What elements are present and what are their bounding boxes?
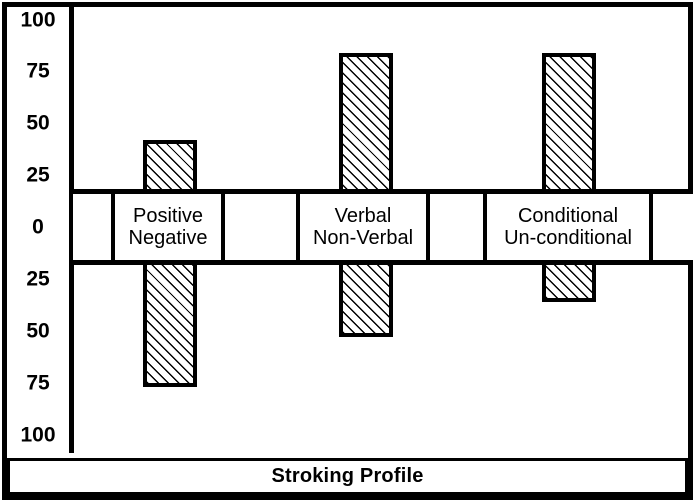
y-axis-tick-label: 0 (32, 215, 44, 239)
category-label-negative: Negative (128, 227, 208, 249)
band-spacer-cell (69, 194, 115, 260)
chart-title-strip: Stroking Profile (7, 458, 688, 495)
band-spacer-cell (430, 194, 487, 260)
band-spacer-cell (653, 194, 693, 260)
y-axis-tick-label: 25 (26, 163, 50, 187)
y-axis-tick-label: 100 (20, 8, 56, 31)
y-axis-tick-label: 50 (26, 111, 50, 135)
category-label-negative: Un-conditional (504, 227, 632, 249)
y-axis-tick-label: 25 (26, 267, 50, 291)
y-axis-label-column: 100 75 50 25 0 25 50 75 100 (7, 7, 69, 453)
y-axis-tick-label: 100 (20, 423, 56, 446)
band-spacer-cell (225, 194, 300, 260)
category-label-negative: Non-Verbal (312, 227, 414, 249)
category-label-positive: Verbal (334, 204, 392, 227)
chart-title: Stroking Profile (271, 465, 424, 487)
y-axis-tick-label: 75 (26, 371, 50, 395)
y-axis-tick-label: 75 (26, 59, 50, 83)
category-label-positive: Positive (132, 204, 204, 227)
y-axis-tick-label: 50 (26, 319, 50, 343)
category-label-positive: Conditional (517, 204, 619, 227)
